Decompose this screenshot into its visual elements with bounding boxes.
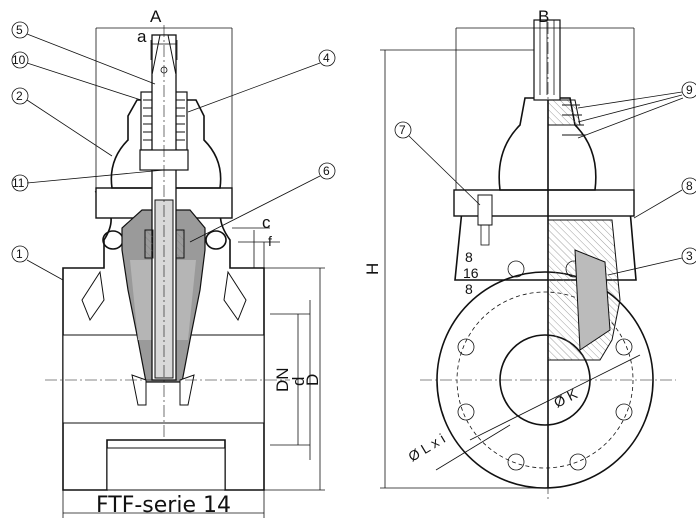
marking-8a: 8: [465, 249, 473, 265]
marking-8b: 8: [465, 281, 473, 297]
right-dimensions: [380, 27, 635, 489]
dim-A: A: [150, 7, 162, 26]
callout-6: 6: [323, 164, 330, 178]
left-callouts: [11, 21, 336, 281]
dim-B: B: [538, 7, 549, 26]
left-bonnet: [110, 99, 222, 189]
callout-8: 8: [686, 179, 693, 193]
dim-H: H: [363, 263, 382, 275]
right-side-view: 8 16 8: [420, 19, 676, 500]
left-section-view: [45, 25, 290, 491]
dim-d: d: [289, 377, 308, 386]
callout-11: 11: [12, 176, 25, 190]
dim-DN: DN: [273, 367, 292, 392]
callout-3: 3: [686, 249, 693, 263]
series-caption: FTF-serie 14: [96, 493, 231, 518]
left-dimensions: [62, 27, 325, 518]
callout-10: 10: [12, 53, 26, 67]
dim-D: D: [303, 374, 322, 386]
dim-f: f: [268, 233, 272, 249]
callout-1: 1: [16, 247, 23, 261]
dim-a: a: [137, 27, 147, 46]
dim-K: Ø K: [551, 385, 580, 411]
callout-2: 2: [16, 89, 23, 103]
callout-4: 4: [323, 51, 330, 65]
callout-5: 5: [16, 23, 23, 37]
callout-9: 9: [686, 83, 693, 97]
right-callouts: [394, 81, 696, 276]
marking-16: 16: [463, 265, 479, 281]
callout-7: 7: [399, 123, 406, 137]
dim-c: c: [262, 213, 271, 232]
dim-Lxi: Ø L x i: [405, 430, 447, 464]
